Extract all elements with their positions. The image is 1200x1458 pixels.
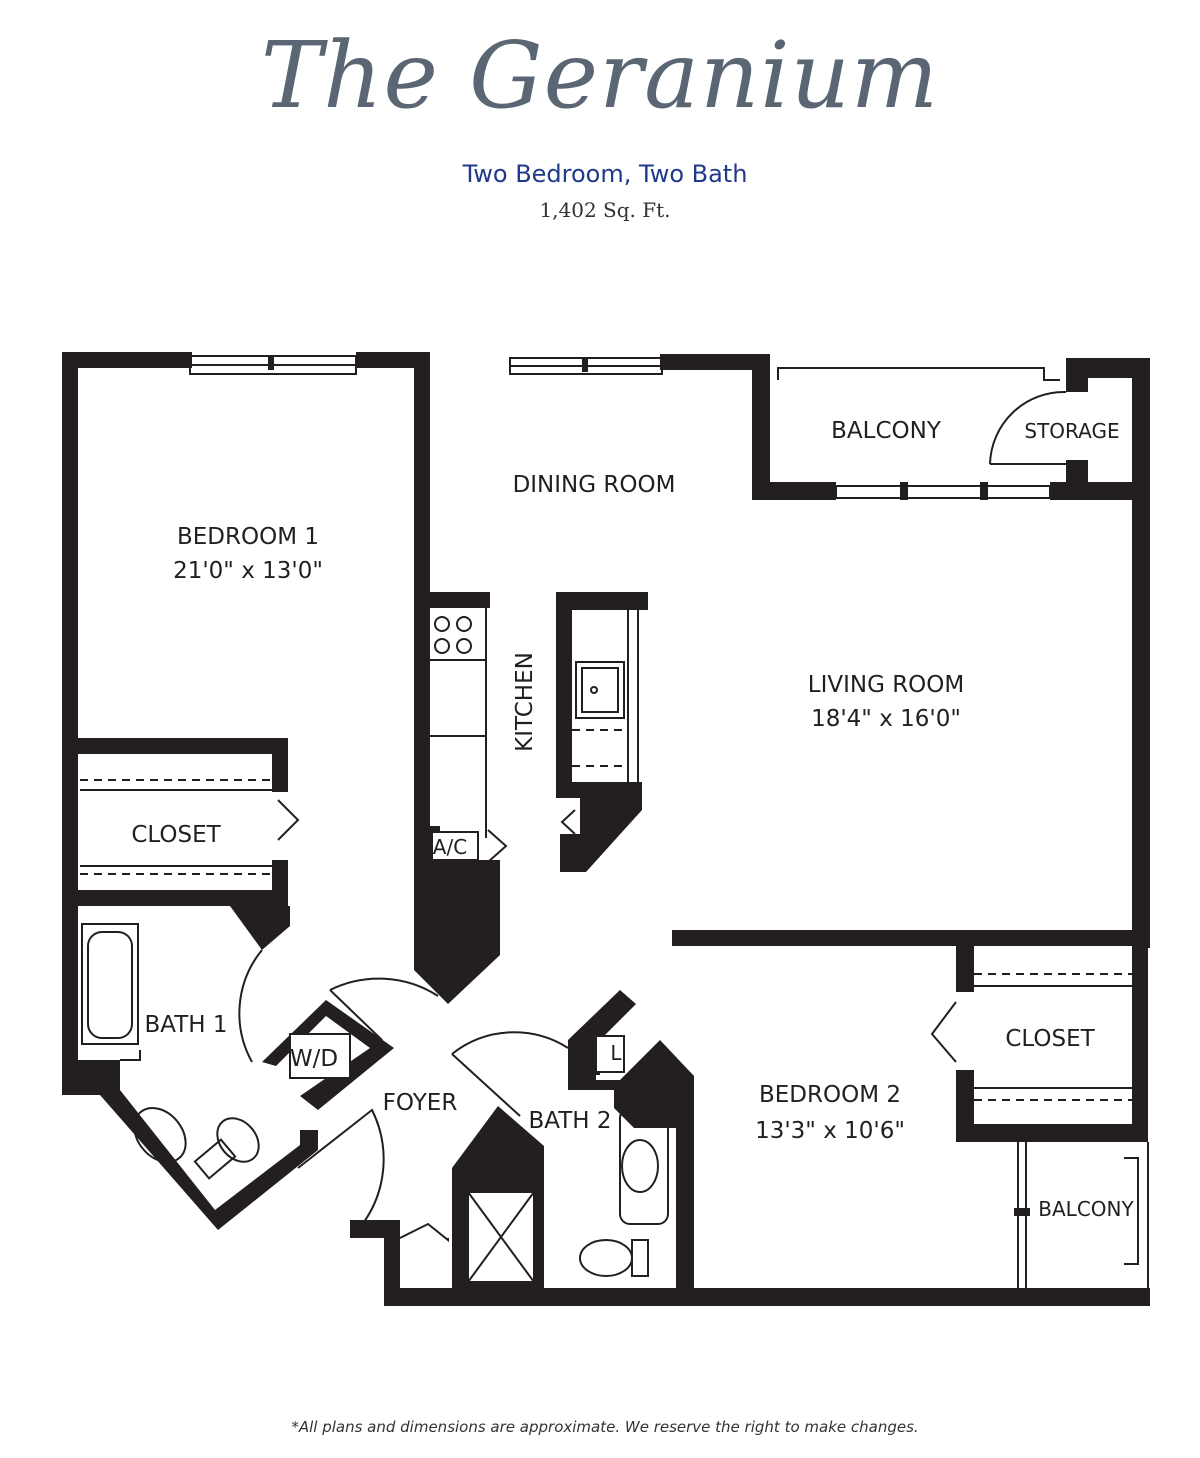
bath-1-label: BATH 1: [144, 1012, 227, 1038]
living-room-label: LIVING ROOM: [808, 672, 965, 698]
disclaimer: *All plans and dimensions are approximat…: [291, 1418, 919, 1436]
closet-1: [62, 738, 300, 950]
balcony-top-label: BALCONY: [831, 418, 942, 444]
storage-door: [989, 390, 1067, 465]
balcony-right-label: BALCONY: [1038, 1197, 1134, 1221]
living-room-dims: 18'4" x 16'0": [811, 706, 961, 732]
wd-label: W/D: [290, 1046, 338, 1072]
bedroom-1-dims: 21'0" x 13'0": [173, 558, 323, 584]
foyer-label: FOYER: [383, 1090, 458, 1116]
exterior-walls: [62, 352, 1150, 1306]
bedroom-1-label: BEDROOM 1: [177, 524, 319, 550]
foyer-doors: [297, 977, 449, 1243]
bath-1-fixtures: [81, 923, 263, 1180]
dining-room-label: DINING ROOM: [513, 472, 676, 498]
plan-title: The Geranium: [260, 22, 940, 129]
kitchen: [424, 592, 648, 872]
room-labels: BEDROOM 1 21'0" x 13'0" CLOSET BATH 1 W/…: [131, 418, 1134, 1221]
windows: [189, 355, 1060, 500]
balcony-right: [1014, 1142, 1149, 1290]
kitchen-label: KITCHEN: [512, 652, 538, 752]
wd-closet: [262, 1000, 394, 1110]
ac-label: A/C: [433, 835, 467, 859]
plan-area: 1,402 Sq. Ft.: [539, 198, 671, 222]
closet-2-label: CLOSET: [1005, 1026, 1095, 1052]
bedroom-2-label: BEDROOM 2: [759, 1082, 901, 1108]
closet-2: [930, 944, 1136, 1142]
plan-subtitle: Two Bedroom, Two Bath: [462, 160, 748, 188]
closet-1-label: CLOSET: [131, 822, 221, 848]
bath-2: [451, 990, 694, 1290]
bedroom-2-dims: 13'3" x 10'6": [755, 1118, 905, 1144]
storage-label: STORAGE: [1024, 419, 1119, 443]
linen-closet-label: L: [610, 1041, 622, 1065]
bath-2-label: BATH 2: [528, 1108, 611, 1134]
